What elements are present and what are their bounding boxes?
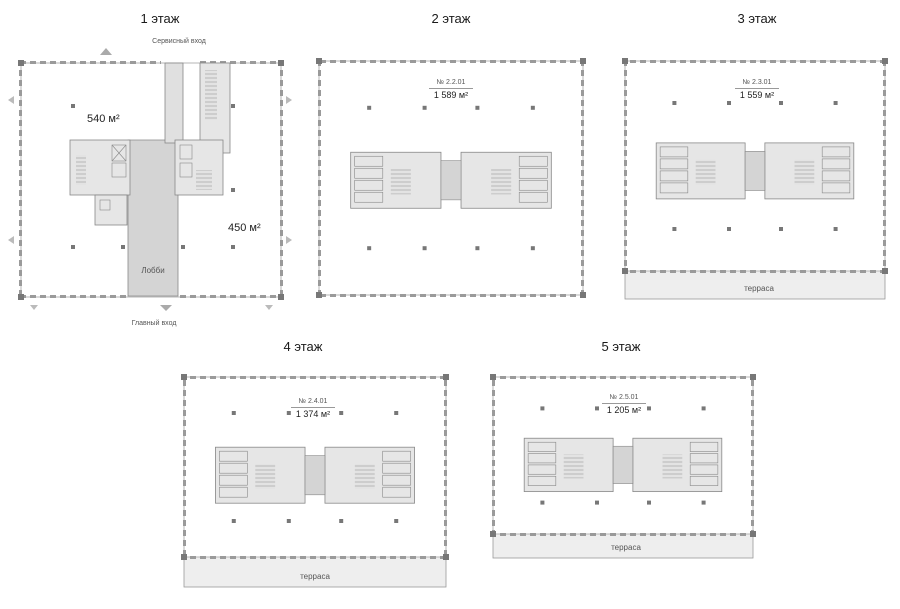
floor-2-unit-number: № 2.2.01 bbox=[436, 79, 466, 86]
floor-2-unit-label: № 2.2.01 1 589 м² bbox=[411, 77, 491, 100]
floor-3-plan bbox=[622, 58, 888, 300]
floor-2-plan bbox=[316, 58, 586, 298]
floor-3-unit-area: 1 559 м² bbox=[735, 88, 779, 100]
floor-3-unit-number: № 2.3.01 bbox=[742, 79, 772, 86]
floor-1-area-right: 450 м² bbox=[228, 222, 261, 234]
floor-5-plan bbox=[490, 374, 756, 559]
floor-4-title: 4 этаж bbox=[283, 339, 323, 354]
floor-4-unit-label: № 2.4.01 1 374 м² bbox=[273, 396, 353, 419]
main-entrance-label: Главный вход bbox=[131, 320, 177, 327]
floor-5-terrace-label: терраса bbox=[611, 543, 641, 552]
floor-4-terrace-label: терраса bbox=[300, 572, 330, 581]
floor-5-unit-label: № 2.5.01 1 205 м² bbox=[584, 392, 664, 415]
floor-4-unit-area: 1 374 м² bbox=[291, 407, 335, 419]
service-entrance-label: Сервисный вход bbox=[152, 38, 206, 45]
floor-1-title: 1 этаж bbox=[140, 11, 180, 26]
floor-2-title: 2 этаж bbox=[431, 11, 471, 26]
floor-1-plan bbox=[8, 48, 292, 311]
lobby-label: Лобби bbox=[141, 266, 165, 275]
floor-5-unit-area: 1 205 м² bbox=[602, 403, 646, 415]
floor-3-terrace-label: терраса bbox=[744, 284, 774, 293]
floor-4-plan bbox=[181, 374, 449, 588]
floor-3-unit-label: № 2.3.01 1 559 м² bbox=[717, 77, 797, 100]
floor-3-title: 3 этаж bbox=[737, 11, 777, 26]
floor-5-unit-number: № 2.5.01 bbox=[609, 394, 639, 401]
floor-1-area-left: 540 м² bbox=[87, 113, 120, 125]
floor-2-unit-area: 1 589 м² bbox=[429, 88, 473, 100]
floor-5-title: 5 этаж bbox=[601, 339, 641, 354]
floor-4-unit-number: № 2.4.01 bbox=[298, 398, 328, 405]
